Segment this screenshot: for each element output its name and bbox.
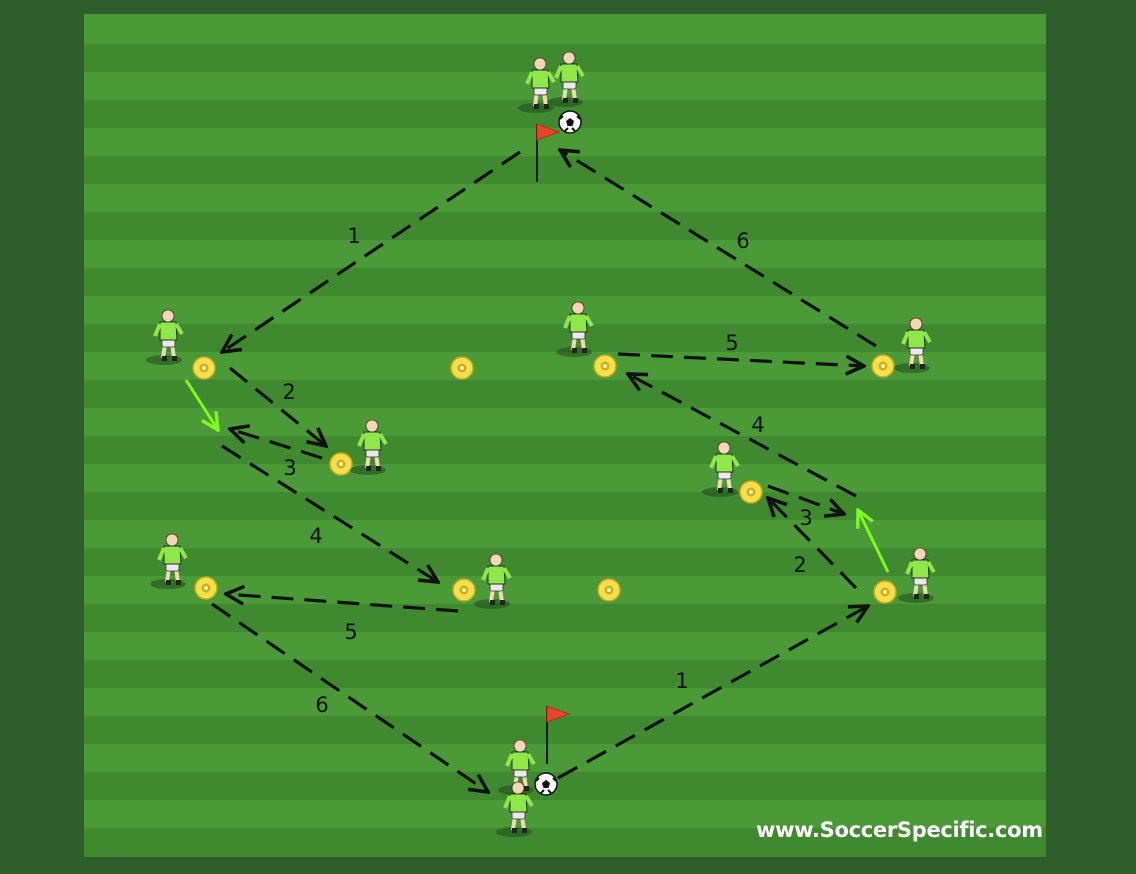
- pass-arrow-right-3: [767, 484, 844, 514]
- run-arrows: [184, 379, 890, 573]
- pass-arrow-left-2: [228, 366, 326, 446]
- pass-arrow-left-5: [226, 594, 459, 613]
- pass-label-right-5: 5: [725, 331, 738, 355]
- pass-label-right-1: 1: [675, 669, 688, 693]
- pass-label-right-2: 2: [793, 553, 806, 577]
- pass-labels: 1 2 3 4 5 6 1 2 3 4 5 6: [282, 224, 812, 717]
- pass-arrow-right-4: [628, 374, 857, 498]
- pass-arrow-right-2: [768, 498, 858, 590]
- pass-arrow-left-6: [211, 602, 488, 792]
- pass-arrow-left-4: [221, 444, 438, 582]
- pass-label-left-1: 1: [347, 224, 360, 248]
- watermark: www.SoccerSpecific.com: [756, 818, 1043, 842]
- cone: [873, 580, 897, 604]
- pass-label-right-3: 3: [799, 506, 812, 530]
- pass-arrow-left-1: [222, 150, 521, 352]
- pitch-stripes: [84, 14, 1046, 857]
- pass-label-right-6: 6: [736, 229, 749, 253]
- pass-label-left-3: 3: [283, 456, 296, 480]
- cone: [450, 356, 474, 380]
- cone: [739, 480, 763, 504]
- cone: [192, 356, 216, 380]
- cone: [593, 354, 617, 378]
- pass-label-left-2: 2: [282, 380, 295, 404]
- cone: [871, 354, 895, 378]
- pass-label-left-4: 4: [309, 524, 322, 548]
- pass-label-right-4: 4: [751, 413, 764, 437]
- pass-arrows: [211, 150, 877, 792]
- cone: [597, 578, 621, 602]
- pass-arrow-right-6: [560, 150, 877, 348]
- run-arrow-left: [184, 379, 218, 430]
- pass-arrow-right-1: [557, 606, 868, 780]
- cone: [452, 578, 476, 602]
- pass-label-left-5: 5: [344, 620, 357, 644]
- pass-label-left-6: 6: [315, 693, 328, 717]
- run-arrow-right: [858, 510, 890, 573]
- cone: [194, 576, 218, 600]
- cone: [329, 452, 353, 476]
- pass-arrow-right-5: [617, 352, 864, 366]
- pass-arrow-left-3: [230, 429, 323, 460]
- ball-bottom: [534, 772, 558, 796]
- ball-top: [558, 110, 582, 134]
